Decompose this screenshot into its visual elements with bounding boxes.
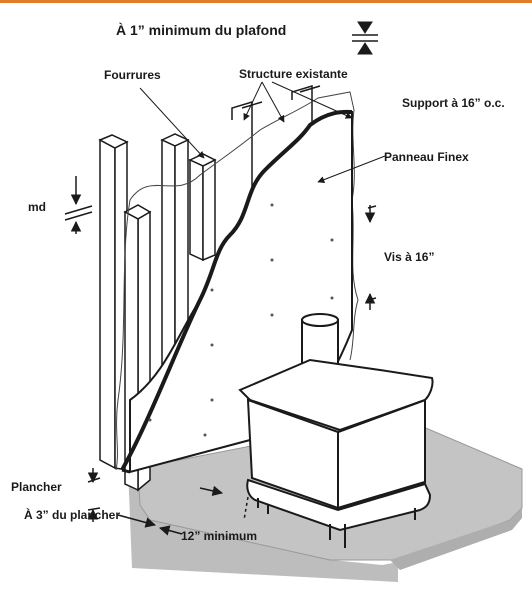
leader-lines <box>139 81 386 183</box>
top-accent-rule <box>0 0 532 3</box>
wood-stove-icon <box>238 313 434 548</box>
furring-strips-label: Fourrures <box>104 68 161 82</box>
floor-label: Plancher <box>11 480 62 494</box>
md-label: md <box>28 200 46 214</box>
screw-spacing-label: Vis à 16” <box>384 250 435 264</box>
existing-structure-label: Structure existante <box>239 67 348 81</box>
support-spacing-label: Support à 16” o.c. <box>402 96 505 110</box>
ceiling-clearance-icon <box>352 21 378 55</box>
dimension-markers <box>64 176 377 536</box>
floor-clearance-label: À 3” du plancher <box>24 508 121 522</box>
ceiling-clearance-title: À 1” minimum du plafond <box>116 22 287 38</box>
finex-panel-label: Panneau Finex <box>384 150 469 164</box>
front-clearance-label: 12” minimum <box>181 529 258 543</box>
wall-tear-line <box>115 91 359 471</box>
